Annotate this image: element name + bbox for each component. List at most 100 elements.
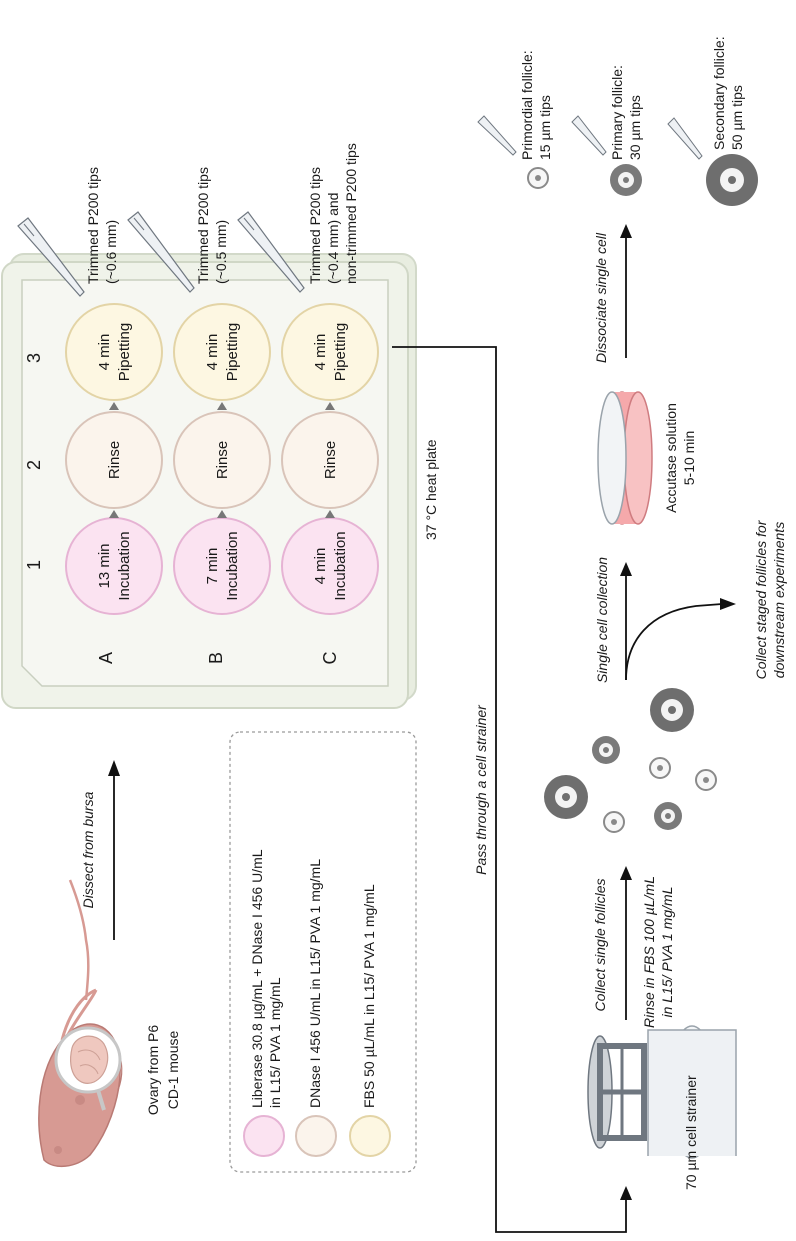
well-b2 <box>173 411 271 509</box>
arrow-a2-a3 <box>109 402 119 410</box>
well-c1 <box>281 517 379 615</box>
well-c2-step: Rinse <box>322 441 339 479</box>
pipette-tip-icon-c <box>237 211 305 293</box>
follicle-secondary-icon <box>544 775 588 819</box>
tip-c-line-1: Trimmed P200 tips <box>307 167 323 284</box>
cell-strainer-illustration <box>587 1025 737 1159</box>
arrow-b2-b3 <box>217 402 227 410</box>
legend-label-liberase-line-2: in L15/ PVA 1 mg/mL <box>267 977 283 1108</box>
legend-swatch-fbs <box>349 1115 391 1157</box>
strainer-path-label: Pass through a cell strainer <box>473 704 489 875</box>
well-b3-step: Pipetting <box>224 323 241 381</box>
dissociate-arrow <box>620 224 632 358</box>
tip-b-line-2: (~0.5 mm) <box>213 220 229 284</box>
primordial-name: Primordial follicle: <box>519 50 535 160</box>
primordial-tips: 15 µm tips <box>537 95 553 160</box>
secondary-tips: 50 µm tips <box>729 85 745 150</box>
well-c3-time: 4 min <box>312 334 329 371</box>
follicle-type-primary <box>571 115 642 196</box>
well-c1-step: Incubation <box>332 531 349 600</box>
accutase-dish-icon <box>597 391 653 525</box>
plate-col-label-2: 2 <box>24 460 44 470</box>
follicle-type-secondary <box>667 117 758 206</box>
mouse-caption-line-2: CD-1 mouse <box>165 1031 181 1110</box>
well-c1-time: 4 min <box>312 548 329 585</box>
follicle-primary-icon <box>592 736 620 764</box>
well-a3 <box>65 303 163 401</box>
well-b1 <box>173 517 271 615</box>
plate-row-label-c: C <box>320 652 340 665</box>
well-a2 <box>65 411 163 509</box>
dissociate-label: Dissociate single cell <box>593 232 609 363</box>
dissect-arrow <box>108 760 120 940</box>
follicle-primordial-icon <box>695 769 717 791</box>
arrow-c2-c3 <box>325 402 335 410</box>
plate-row-label-a: A <box>96 652 116 664</box>
follicle-primordial-icon <box>649 757 671 779</box>
pipette-tip-icon <box>667 117 703 160</box>
follicle-primordial-icon <box>527 167 549 189</box>
primary-name: Primary follicle: <box>609 65 625 160</box>
single-cell-collection-arrow <box>620 562 632 680</box>
pipette-tip-icon <box>477 115 517 156</box>
well-b1-time: 7 min <box>204 548 221 585</box>
legend-label-fbs: FBS 50 µL/mL in L15/ PVA 1 mg/mL <box>361 884 377 1108</box>
pipette-tip-icon-a <box>17 217 85 297</box>
plate-col-label-3: 3 <box>24 353 44 363</box>
tip-b-line-1: Trimmed P200 tips <box>195 167 211 284</box>
follicle-primordial-icon <box>603 811 625 833</box>
single-cell-collection-label: Single cell collection <box>594 557 610 683</box>
well-a2-step: Rinse <box>106 441 123 479</box>
well-b3 <box>173 303 271 401</box>
well-a3-time: 4 min <box>96 334 113 371</box>
legend-item-fbs: FBS 50 µL/mL in L15/ PVA 1 mg/mL <box>349 884 391 1157</box>
tip-c-line-3: non-trimmed P200 tips <box>343 143 359 284</box>
strainer-caption: 70 µm cell strainer <box>683 1075 699 1190</box>
ovary-magnifier-icon <box>54 1026 122 1111</box>
rinse-label-line-2: in L15/ PVA 1 mg/mL <box>659 887 675 1018</box>
well-c3 <box>281 303 379 401</box>
rinse-label-line-1: Rinse in FBS 100 µL/mL <box>641 876 657 1028</box>
scattered-follicles <box>544 688 717 833</box>
accutase-line-2: 5-10 min <box>681 431 697 485</box>
well-b2-step: Rinse <box>214 441 231 479</box>
collect-staged-arrow <box>625 598 736 681</box>
mouse-illustration <box>38 879 123 1167</box>
arrow-b1-b2 <box>217 510 227 518</box>
legend-swatch-dnase <box>295 1115 337 1157</box>
legend-box <box>229 731 417 1173</box>
tip-a-line-2: (~0.6 mm) <box>103 220 119 284</box>
well-a3-step: Pipetting <box>116 323 133 381</box>
follicle-primary-icon <box>654 802 682 830</box>
well-c3-step: Pipetting <box>332 323 349 381</box>
arrow-c1-c2 <box>325 510 335 518</box>
collect-single-arrow <box>620 866 632 1020</box>
collect-staged-line-1: Collect staged follicles for <box>753 519 769 679</box>
well-a1 <box>65 517 163 615</box>
dissect-label: Dissect from bursa <box>80 791 96 908</box>
legend-swatch-liberase <box>243 1115 285 1157</box>
collect-single-label: Collect single follicles <box>592 878 608 1011</box>
plate-row-label-b: B <box>206 652 226 664</box>
follicle-secondary-icon <box>650 688 694 732</box>
plate-row-b: 7 min Incubation Rinse 4 min Pipetting <box>173 303 271 615</box>
pipette-tip-icon-b <box>127 211 195 293</box>
follicle-type-primordial <box>477 115 549 189</box>
tip-c-line-2: (~0.4 mm) and <box>325 193 341 284</box>
tip-a-line-1: Trimmed P200 tips <box>85 167 101 284</box>
legend-label-liberase-line-1: Liberase 30.8 µg/mL + DNase I 456 U/mL <box>249 849 265 1108</box>
well-b3-time: 4 min <box>204 334 221 371</box>
follicle-primary-icon <box>610 164 642 196</box>
follicle-secondary-icon <box>706 154 758 206</box>
well-a1-time: 13 min <box>96 543 113 588</box>
legend-item-dnase: DNase I 456 U/mL in L15/ PVA 1 mg/mL <box>295 859 337 1157</box>
plate-row-c: 4 min Incubation Rinse 4 min Pipetting <box>281 303 379 615</box>
collect-staged-line-2: downstream experiments <box>771 522 787 678</box>
legend-item-liberase: Liberase 30.8 µg/mL + DNase I 456 U/mL i… <box>243 849 285 1157</box>
well-b1-step: Incubation <box>224 531 241 600</box>
legend-label-dnase: DNase I 456 U/mL in L15/ PVA 1 mg/mL <box>307 859 323 1108</box>
pipette-tip-icon <box>571 115 607 156</box>
well-a1-step: Incubation <box>116 531 133 600</box>
